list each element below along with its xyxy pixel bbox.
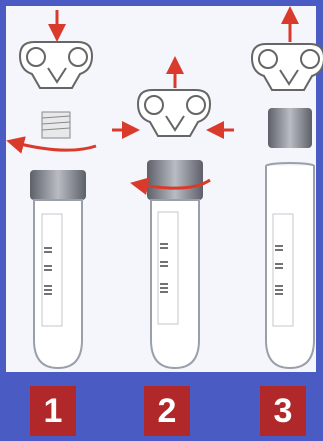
step-1-badge: 1	[30, 386, 76, 436]
key-cap-opener-icon	[138, 90, 210, 136]
tube-cap	[268, 108, 312, 148]
sample-tube-icon	[151, 200, 199, 368]
step-2-badge: 2	[144, 386, 190, 436]
step-3-illustration	[252, 12, 323, 368]
key-cap-opener-icon	[20, 42, 92, 88]
step-2-illustration	[112, 62, 234, 368]
sample-tube-icon	[30, 170, 86, 368]
rotate-arrow-icon	[12, 142, 96, 150]
step-1-illustration	[12, 10, 96, 368]
threaded-neck	[42, 112, 70, 138]
step-3-badge: 3	[260, 386, 306, 436]
sample-tube-icon	[266, 163, 314, 368]
tube-cap	[147, 160, 203, 200]
key-cap-opener-icon	[252, 44, 323, 90]
